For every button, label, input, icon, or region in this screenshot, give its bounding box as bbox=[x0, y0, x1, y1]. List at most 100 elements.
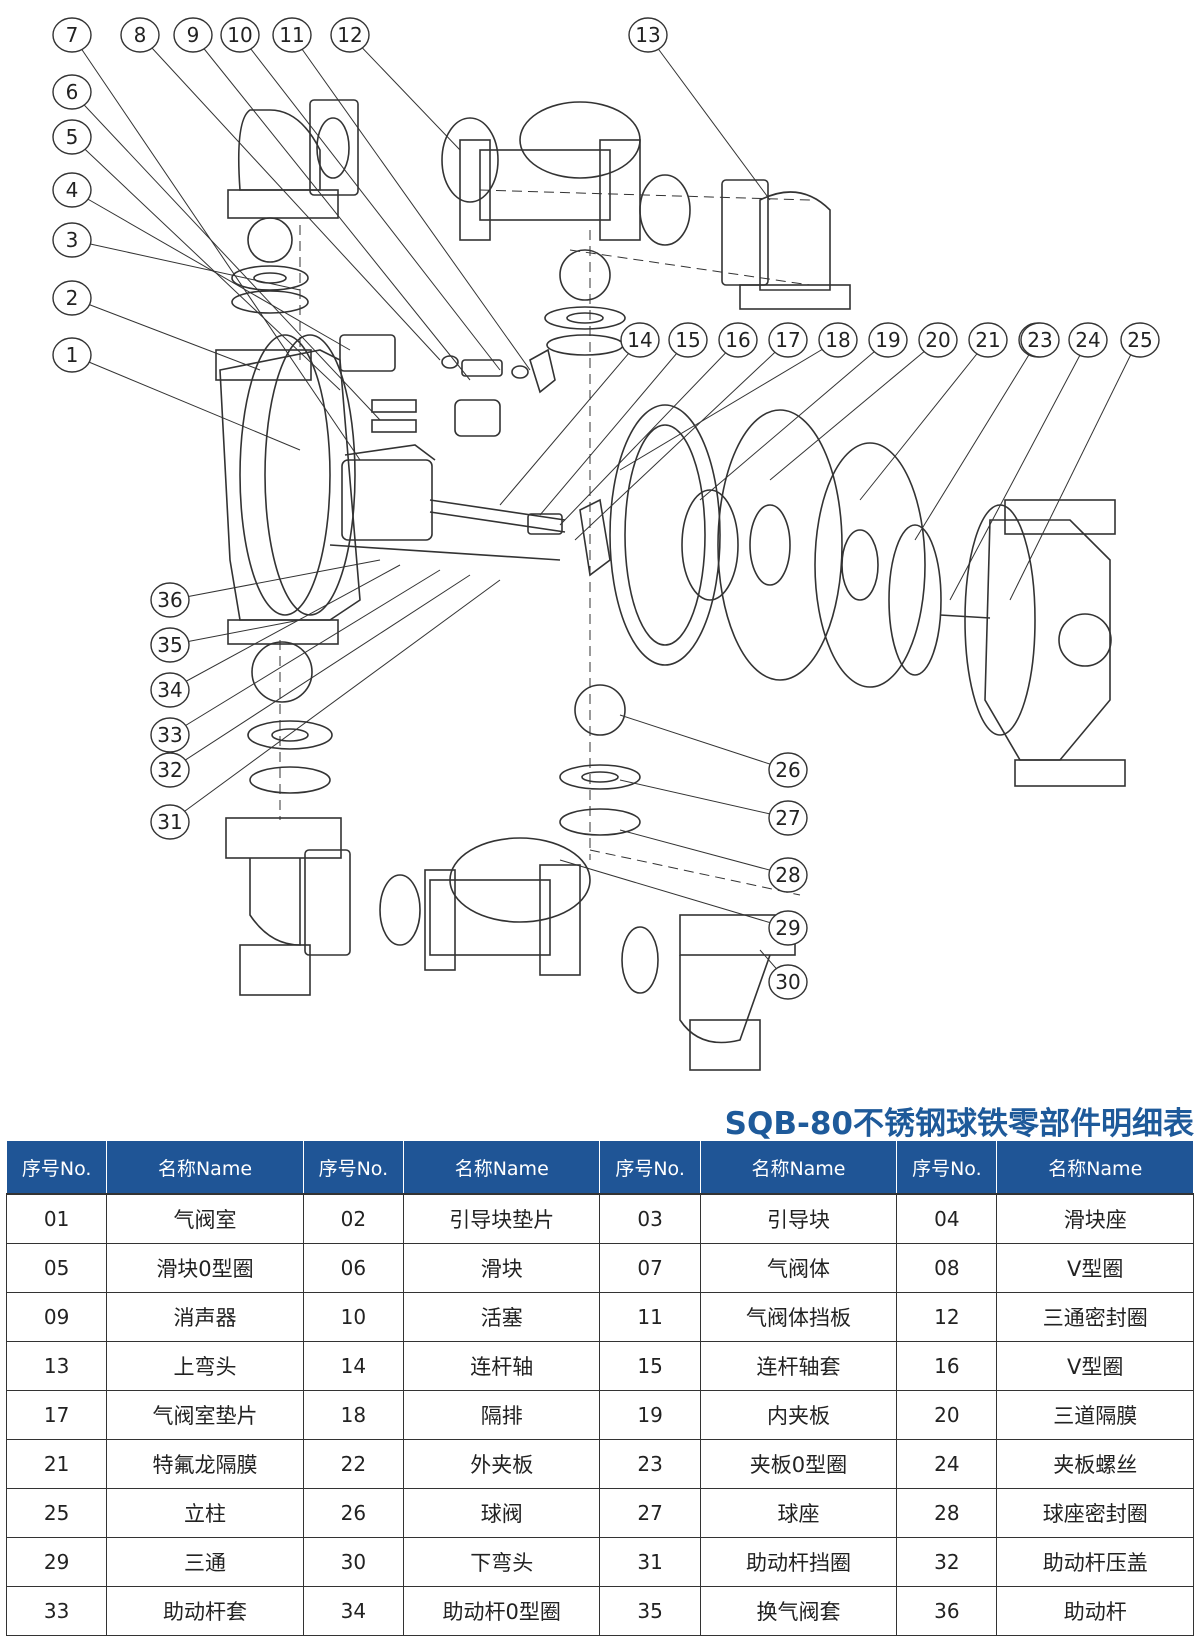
callout-circle bbox=[52, 337, 92, 373]
part-name-cell: 连杆轴 bbox=[402, 1341, 601, 1391]
callout-circle bbox=[52, 119, 92, 155]
callout-number: 34 bbox=[157, 678, 182, 702]
part-number-cell: 11 bbox=[599, 1292, 701, 1342]
part-name-cell: 夹板螺丝 bbox=[996, 1439, 1194, 1489]
callout-number: 30 bbox=[775, 970, 800, 994]
part-number-cell: 16 bbox=[896, 1341, 998, 1391]
callout-circle bbox=[150, 804, 190, 840]
callout-number: 1 bbox=[66, 343, 79, 367]
callout-number: 7 bbox=[66, 23, 79, 47]
part-number-cell: 13 bbox=[5, 1341, 108, 1391]
callout-circle bbox=[968, 322, 1008, 358]
part-name-cell: 助动杆压盖 bbox=[996, 1537, 1194, 1587]
exploded-view-diagram: 1234567891011121314151617181920212223242… bbox=[52, 17, 1160, 1071]
callout-circle bbox=[272, 17, 312, 53]
part-name-cell: 隔排 bbox=[402, 1390, 601, 1440]
part-name-cell: 球阀 bbox=[402, 1488, 601, 1538]
callout-17: 17 bbox=[768, 322, 808, 358]
callout-circle bbox=[768, 964, 808, 1000]
callout-number: 17 bbox=[775, 328, 800, 352]
callout-29: 29 bbox=[768, 910, 808, 946]
callout-circle bbox=[150, 582, 190, 618]
callout-number: 13 bbox=[635, 23, 660, 47]
part-name-cell: 引导块 bbox=[699, 1193, 898, 1244]
parts-table-title: SQB-80不锈钢球铁零部件明细表 bbox=[724, 1106, 1194, 1142]
header-name: 名称Name bbox=[106, 1140, 304, 1195]
part-name-cell: 球座 bbox=[699, 1488, 898, 1538]
callout-31: 31 bbox=[150, 804, 190, 840]
header-no: 序号No. bbox=[599, 1140, 701, 1195]
callout-3: 3 bbox=[52, 222, 92, 258]
callout-15: 15 bbox=[668, 322, 708, 358]
part-number-cell: 23 bbox=[599, 1439, 701, 1489]
callout-number: 14 bbox=[627, 328, 652, 352]
callout-1: 1 bbox=[52, 337, 92, 373]
callout-number: 33 bbox=[157, 723, 182, 747]
callout-number: 19 bbox=[875, 328, 900, 352]
part-name-cell: V型圈 bbox=[996, 1341, 1194, 1391]
callout-circle bbox=[150, 627, 190, 663]
callout-24: 24 bbox=[1068, 322, 1108, 358]
callout-16: 16 bbox=[718, 322, 758, 358]
part-number-cell: 27 bbox=[599, 1488, 701, 1538]
part-name-cell: 下弯头 bbox=[402, 1537, 601, 1587]
callout-number: 5 bbox=[66, 125, 79, 149]
callout-circle bbox=[868, 322, 908, 358]
callout-circle bbox=[52, 17, 92, 53]
part-name-cell: 滑块0型圈 bbox=[106, 1243, 304, 1293]
callout-circle bbox=[768, 800, 808, 836]
part-number-cell: 26 bbox=[302, 1488, 405, 1538]
callout-number: 31 bbox=[157, 810, 182, 834]
callout-circle bbox=[768, 322, 808, 358]
callout-13: 13 bbox=[628, 17, 668, 53]
callout-circle bbox=[628, 17, 668, 53]
part-name-cell: 滑块 bbox=[402, 1243, 601, 1293]
callout-number: 20 bbox=[925, 328, 950, 352]
callout-14: 14 bbox=[620, 322, 660, 358]
part-number-cell: 02 bbox=[302, 1193, 405, 1244]
part-name-cell: 活塞 bbox=[402, 1292, 601, 1342]
callout-circle bbox=[768, 857, 808, 893]
callout-10: 10 bbox=[220, 17, 260, 53]
callout-8: 8 bbox=[120, 17, 160, 53]
callout-circle bbox=[620, 322, 660, 358]
callout-number: 16 bbox=[725, 328, 750, 352]
part-number-cell: 15 bbox=[599, 1341, 701, 1391]
part-name-cell: 上弯头 bbox=[106, 1341, 304, 1391]
part-name-cell: 消声器 bbox=[106, 1292, 304, 1342]
callout-circle bbox=[52, 280, 92, 316]
callout-circle bbox=[668, 322, 708, 358]
callout-number: 9 bbox=[187, 23, 200, 47]
callout-circle bbox=[150, 672, 190, 708]
part-name-cell: 特氟龙隔膜 bbox=[106, 1439, 304, 1489]
part-name-cell: 助动杆0型圈 bbox=[402, 1586, 601, 1636]
part-name-cell: 助动杆挡圈 bbox=[699, 1537, 898, 1587]
header-no: 序号No. bbox=[896, 1140, 998, 1195]
callout-number: 29 bbox=[775, 916, 800, 940]
callout-circle bbox=[173, 17, 213, 53]
part-name-cell: 三通 bbox=[106, 1537, 304, 1587]
callout-number: 18 bbox=[825, 328, 850, 352]
callout-circle bbox=[768, 910, 808, 946]
callout-circle bbox=[150, 717, 190, 753]
header-name: 名称Name bbox=[699, 1140, 898, 1195]
callout-number: 36 bbox=[157, 588, 182, 612]
callout-32: 32 bbox=[150, 752, 190, 788]
callout-number: 35 bbox=[157, 633, 182, 657]
part-number-cell: 29 bbox=[5, 1537, 108, 1587]
callout-28: 28 bbox=[768, 857, 808, 893]
part-name-cell: 气阀体挡板 bbox=[699, 1292, 898, 1342]
part-number-cell: 03 bbox=[599, 1193, 701, 1244]
callout-number: 25 bbox=[1127, 328, 1152, 352]
part-number-cell: 04 bbox=[896, 1193, 998, 1244]
callout-5: 5 bbox=[52, 119, 92, 155]
part-number-cell: 36 bbox=[896, 1586, 998, 1636]
callout-circle bbox=[1020, 322, 1060, 358]
callout-circle bbox=[150, 752, 190, 788]
part-number-cell: 24 bbox=[896, 1439, 998, 1489]
